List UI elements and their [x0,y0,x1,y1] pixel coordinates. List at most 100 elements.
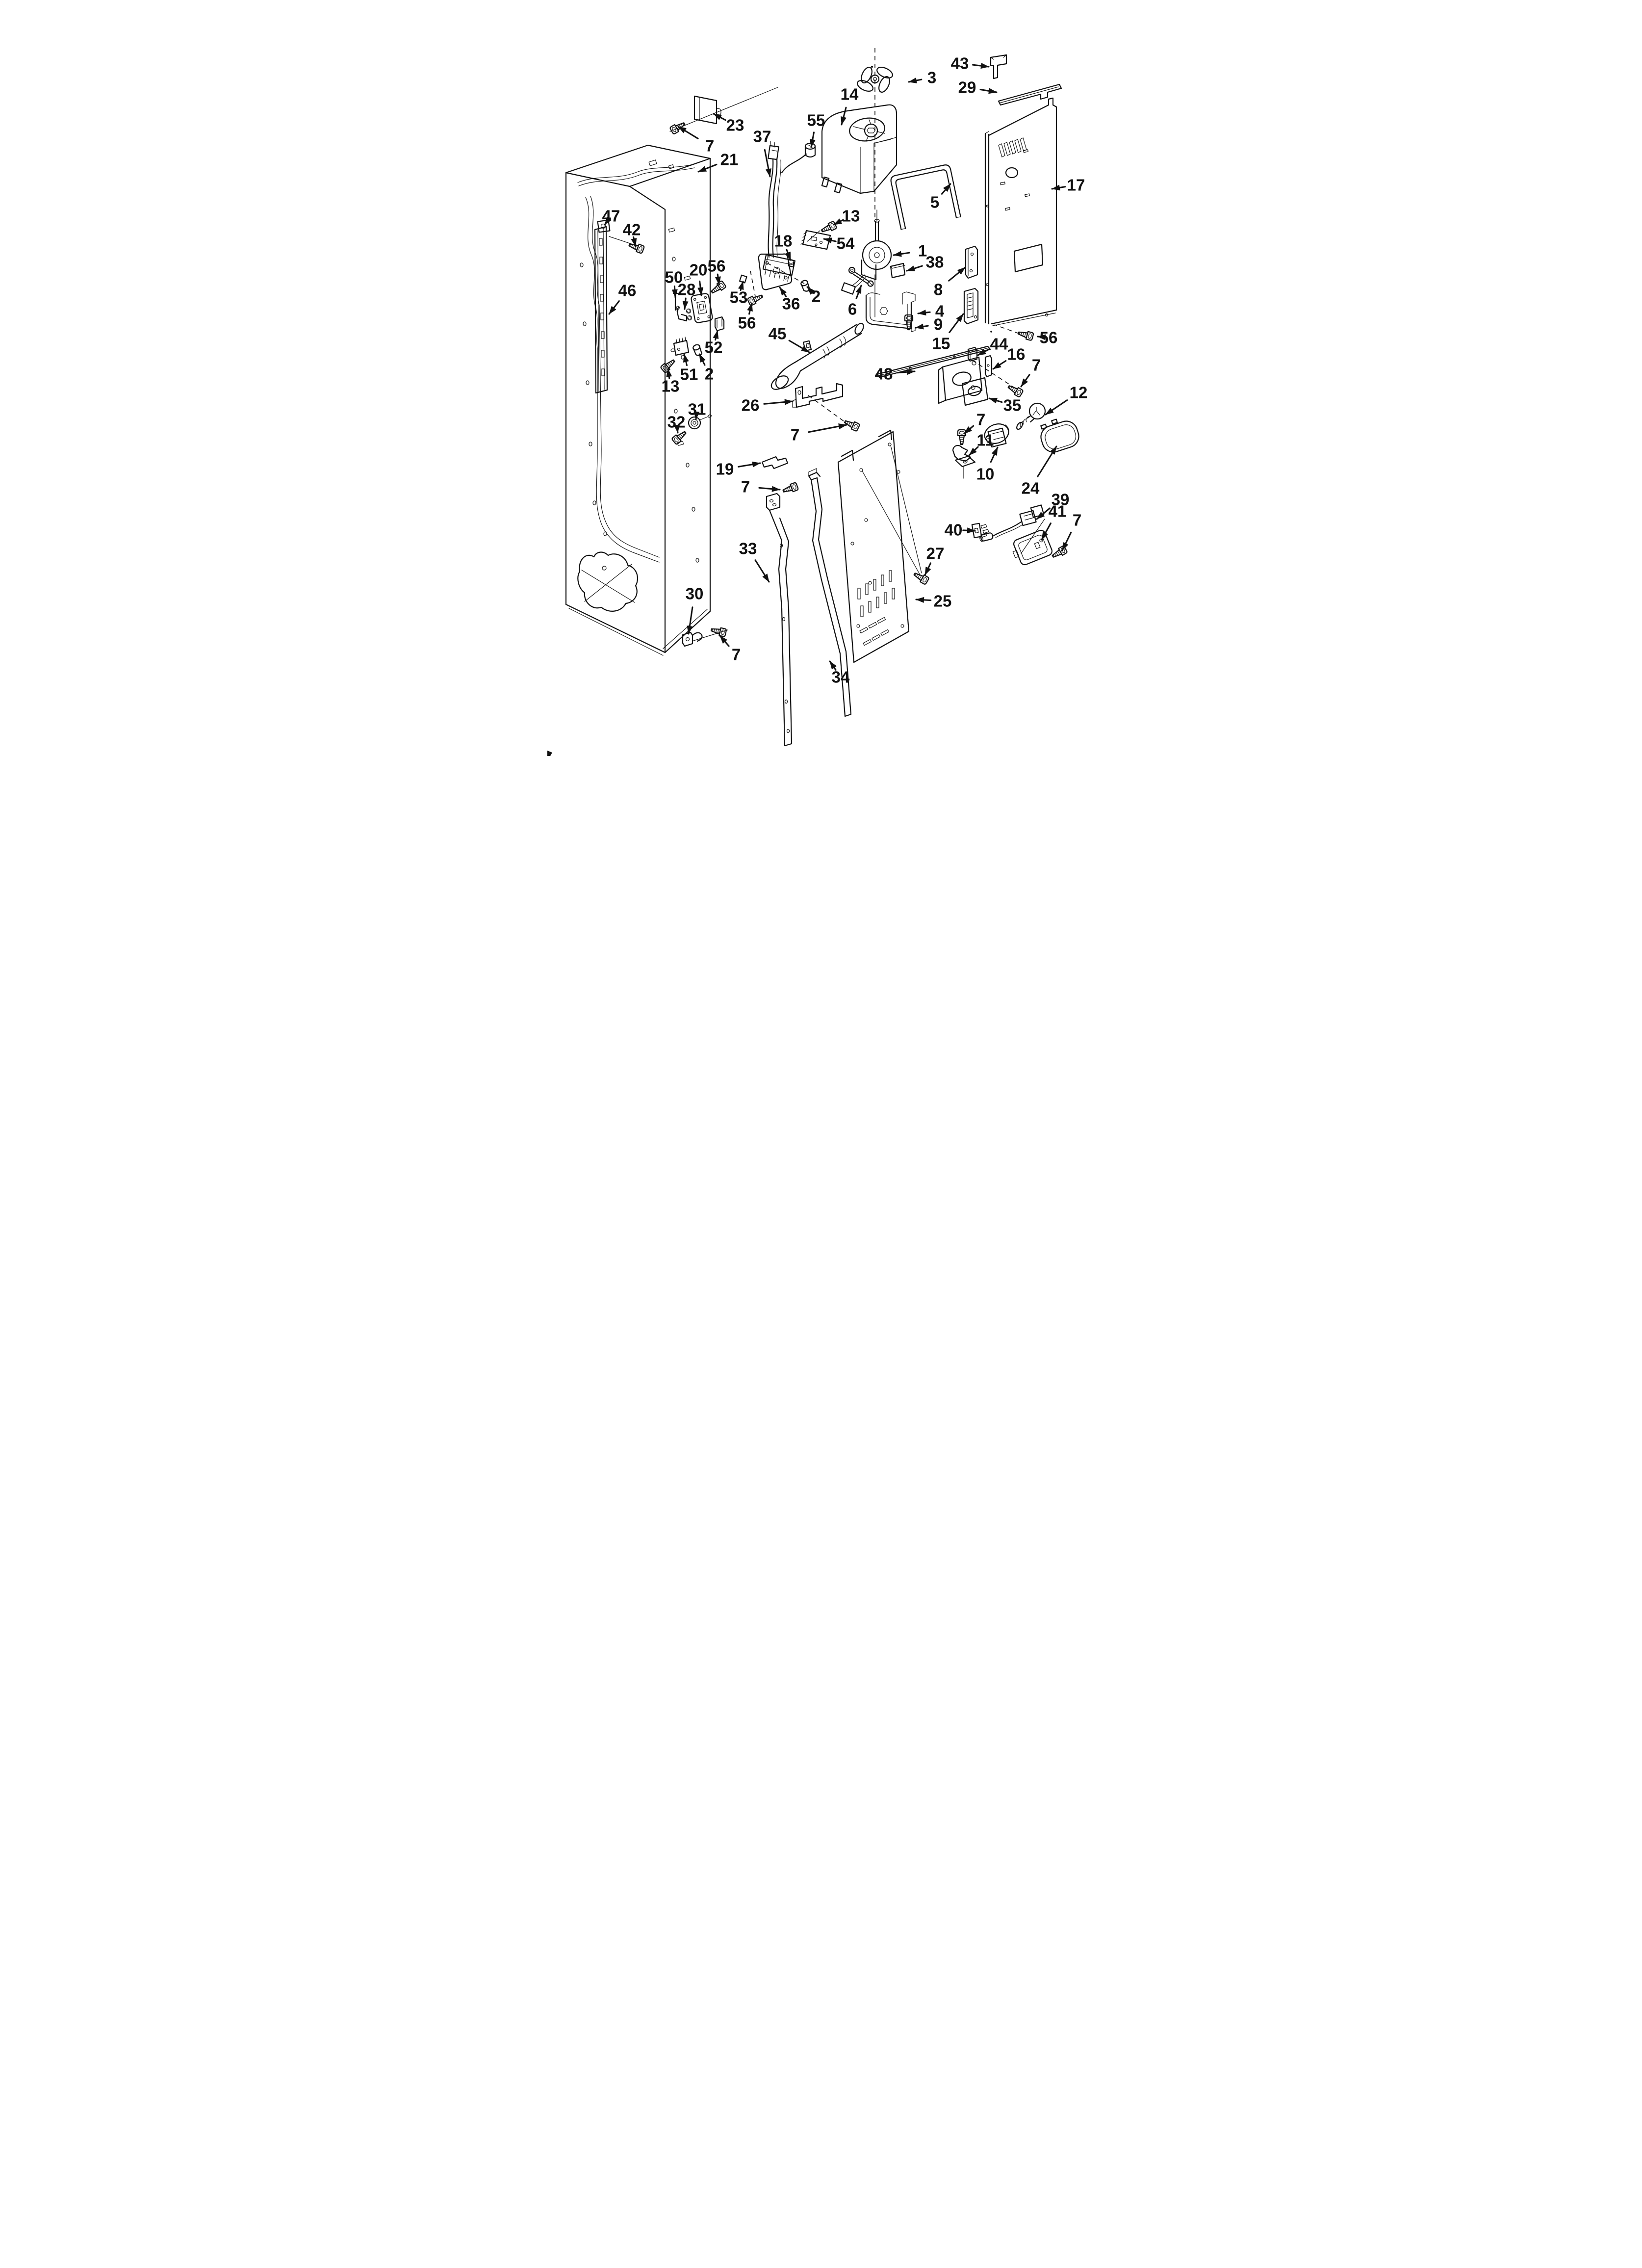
callout-arrow-51 [683,353,689,366]
callout-arrow-1 [893,251,910,257]
sensor-55 [781,142,816,174]
callout-label-1: 1 [918,242,927,260]
callout-label-44: 44 [990,335,1008,353]
sensor-switch-group [971,504,1068,566]
callout-label-3: 3 [927,69,936,87]
callout-8: 8 [934,266,966,299]
bracket-26 [792,383,844,408]
callout-arrow-54 [823,237,837,244]
callout-21: 21 [697,151,738,173]
socket-10 [984,423,1009,448]
callout-label-17: 17 [1067,176,1085,194]
callout-7a: 7 [677,126,714,155]
callout-label-41: 41 [1049,502,1067,521]
callout-label-56a: 56 [708,257,726,275]
callout-label-15: 15 [932,335,950,353]
callout-1: 1 [893,242,927,260]
callout-label-51: 51 [680,365,698,384]
sticker-19 [761,456,789,469]
callout-label-4: 4 [935,302,945,320]
callout-40: 40 [945,521,976,539]
callout-30: 30 [686,585,703,635]
callout-41: 41 [1041,502,1067,541]
strip-33 [766,493,793,747]
callout-2a: 2 [806,286,821,306]
specks [547,66,992,756]
callout-56c: 56 [1037,329,1057,347]
callout-arrow-30 [687,606,693,635]
callout-3: 3 [908,69,936,87]
callout-arrow-5 [941,183,951,195]
callout-label-50: 50 [665,268,683,287]
callout-19: 19 [716,460,761,478]
callout-label-16: 16 [1007,345,1026,364]
callout-label-28: 28 [678,281,696,299]
callout-6: 6 [848,285,862,318]
fan-blade [857,67,893,93]
callout-20: 20 [690,261,707,296]
callout-36: 36 [779,287,800,313]
callout-9: 9 [915,315,943,334]
callout-label-45: 45 [769,325,787,343]
frame-gasket [890,164,961,230]
callout-7c: 7 [791,423,847,444]
callout-arrow-56a [715,273,721,286]
gasket-35 [961,377,989,406]
callout-7d: 7 [741,478,781,496]
callout-arrow-34 [829,660,837,671]
callout-label-2a: 2 [812,287,821,306]
callout-29: 29 [958,78,998,97]
callout-24: 24 [1022,445,1057,497]
callout-arrow-7g [719,635,730,647]
callout-53: 53 [730,281,748,307]
board-51 [670,337,690,356]
callout-46: 46 [608,282,637,315]
bar-16 [984,355,993,378]
callout-label-27: 27 [926,545,945,563]
callout-label-53: 53 [730,288,748,307]
callout-arrow-3 [908,78,923,83]
callout-arrow-36 [779,287,787,297]
callout-12: 12 [1045,384,1087,416]
bulb-12 [1016,402,1046,430]
callout-arrow-24 [1037,445,1057,477]
strip-34 [808,468,852,717]
callout-arrow-2a [806,286,815,295]
callout-arrow-7d [758,486,781,492]
right-center-parts [848,245,979,332]
fan-shroud [821,104,898,194]
callout-label-25: 25 [934,592,952,610]
callout-arrow-10 [990,446,999,463]
strip-8 [965,245,978,279]
callout-label-37: 37 [753,128,771,146]
callout-arrow-2b [698,353,706,366]
callout-13b: 13 [833,207,860,226]
callout-2b: 2 [698,353,714,383]
bracket-28 [676,306,693,322]
callout-label-47: 47 [602,207,620,225]
callout-label-42: 42 [623,221,641,239]
callout-38: 38 [906,253,944,272]
callout-label-33: 33 [739,540,757,558]
callout-51: 51 [680,353,698,384]
callout-label-32: 32 [667,413,686,431]
callout-52: 52 [705,330,722,357]
callout-11: 11 [968,431,994,456]
callout-label-55: 55 [807,111,825,130]
callout-4: 4 [917,302,945,320]
callout-25: 25 [915,592,952,610]
callout-arrow-27 [924,562,932,576]
callout-14: 14 [841,85,859,126]
callout-26: 26 [742,396,794,415]
clamp-11 [952,444,976,479]
callout-48: 48 [875,365,916,383]
callout-arrow-11 [968,446,979,456]
callout-arrow-38 [906,265,923,272]
callout-label-46: 46 [618,282,637,300]
rear-panel [984,97,1057,341]
callout-label-56b: 56 [738,314,756,332]
bracket-4 [865,291,916,332]
screw-7d [781,481,799,495]
mounting-rail [594,219,645,394]
